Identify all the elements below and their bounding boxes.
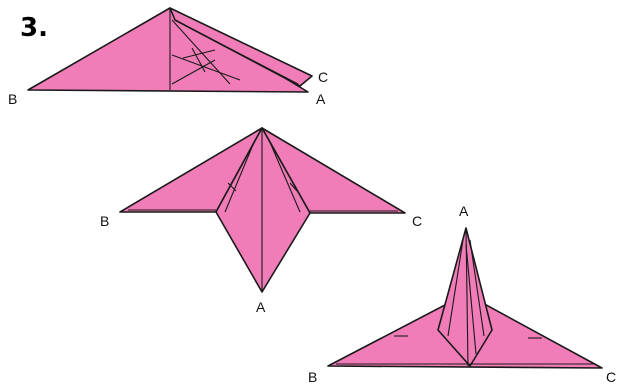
figure-2-label-c: C bbox=[412, 213, 422, 229]
figure-3-point-right-fold bbox=[469, 239, 485, 337]
figure-3-point-left-fold bbox=[447, 239, 464, 337]
figure-2-left-flap-edge bbox=[224, 139, 256, 213]
figure-1-label-b: B bbox=[8, 91, 17, 107]
figure-1-paper bbox=[27, 7, 309, 93]
figure-1-crease-diag-d bbox=[171, 59, 216, 85]
figure-2: B C A bbox=[100, 127, 422, 315]
figure-1-label-a: A bbox=[316, 91, 326, 107]
figure-3-label-b: B bbox=[308, 369, 317, 385]
figure-2-left-tick bbox=[227, 182, 237, 192]
figure-3-point-inner bbox=[465, 243, 477, 355]
figure-3-label-a: A bbox=[459, 203, 469, 219]
figure-2-right-flap-edge bbox=[268, 139, 301, 213]
figure-3-point bbox=[437, 227, 493, 367]
figure-2-label-a: A bbox=[256, 299, 266, 315]
figure-3-label-c: C bbox=[606, 369, 616, 385]
figure-1-flap bbox=[169, 7, 313, 87]
figure-1-crease-horizontal bbox=[171, 54, 241, 81]
figure-1-crease-diag-b bbox=[182, 49, 216, 59]
figure-1: B C A bbox=[8, 7, 328, 107]
figure-2-right-tick bbox=[289, 182, 298, 192]
figure-1-crease-diag-c bbox=[191, 47, 206, 73]
figure-1-crease-long bbox=[174, 19, 299, 85]
figure-3: A B C bbox=[308, 203, 616, 385]
step-number: 3. bbox=[20, 13, 48, 43]
figure-2-label-b: B bbox=[100, 213, 109, 229]
figure-1-label-c: C bbox=[318, 69, 328, 85]
